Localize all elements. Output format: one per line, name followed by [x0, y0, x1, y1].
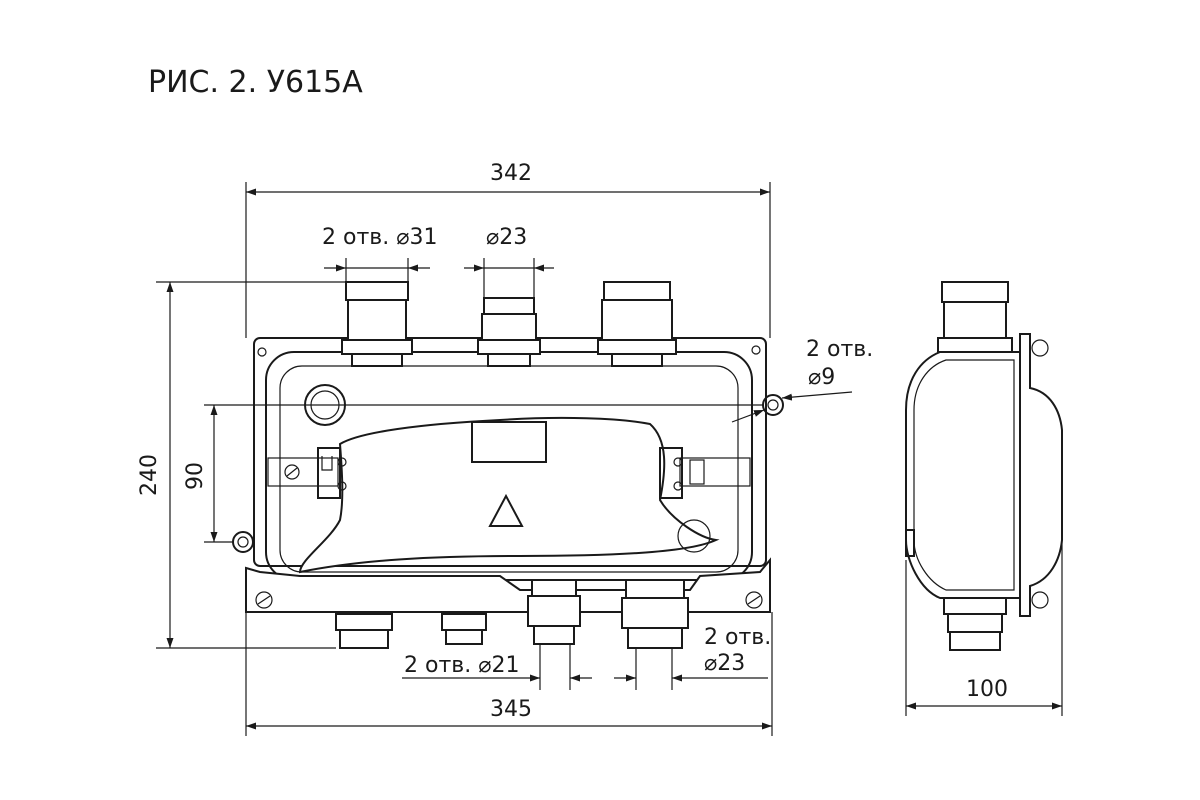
cover-cutaway — [298, 416, 720, 574]
terminal-block-left — [267, 447, 347, 499]
callout-top-center-gland: ⌀23 — [464, 225, 554, 298]
terminal-block-right — [659, 447, 751, 499]
nameplate — [471, 421, 547, 463]
dimension-240: 240 — [137, 281, 346, 649]
bottom-gland-3 — [527, 579, 581, 645]
callout-top-left-gland: 2 отв. ⌀31 — [322, 225, 437, 282]
bottom-gland-2 — [441, 613, 487, 645]
top-gland-left — [341, 281, 413, 367]
bottom-gland-4 — [621, 579, 689, 649]
callout-mount-holes-line1: 2 отв. — [806, 337, 873, 362]
callout-bottom-small-glands: 2 отв. ⌀21 — [402, 644, 592, 690]
dimension-345-label: 345 — [490, 697, 532, 722]
callout-bottom-large-glands-line1: 2 отв. — [704, 625, 771, 650]
callout-bottom-large-glands: 2 отв. ⌀23 — [614, 625, 771, 690]
callout-mount-holes-line2: ⌀9 — [808, 365, 835, 390]
dimension-100-label: 100 — [966, 677, 1008, 702]
dimension-90-label: 90 — [183, 462, 208, 490]
dimension-240-label: 240 — [137, 454, 162, 496]
bottom-gland-1 — [335, 613, 393, 649]
side-lid — [1019, 333, 1063, 617]
dimension-342: 342 — [245, 161, 771, 338]
side-body — [905, 351, 1021, 599]
front-view — [232, 281, 784, 649]
callout-mount-holes: 2 отв. ⌀9 — [731, 337, 873, 423]
warning-triangle-icon — [488, 493, 524, 527]
callout-bottom-large-glands-line2: ⌀23 — [704, 651, 745, 676]
mount-ear-left — [232, 531, 254, 553]
dimension-90: 90 — [183, 404, 763, 543]
dimension-345: 345 — [245, 612, 773, 736]
side-view — [905, 281, 1063, 651]
top-gland-right — [597, 281, 677, 367]
callout-bottom-small-glands-label: 2 отв. ⌀21 — [404, 653, 519, 678]
drawing-title: РИС. 2. У615А — [148, 65, 363, 100]
top-gland-center — [477, 297, 541, 367]
callout-top-center-gland-label: ⌀23 — [486, 225, 527, 250]
dimension-342-label: 342 — [490, 161, 532, 186]
dimension-100: 100 — [905, 540, 1063, 716]
callout-top-left-gland-label: 2 отв. ⌀31 — [322, 225, 437, 250]
